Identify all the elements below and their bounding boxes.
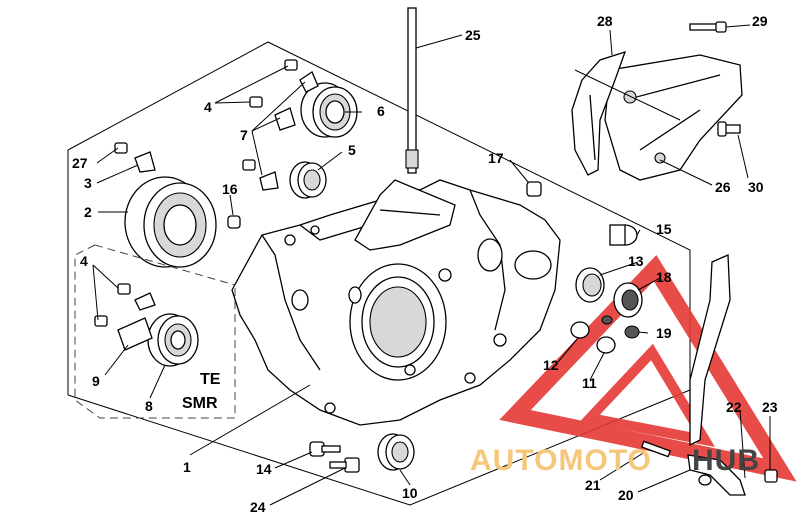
bearing-2 xyxy=(124,176,217,268)
tensioner-22 xyxy=(687,254,746,496)
callout-14: 14 xyxy=(256,461,272,477)
variant-label-te: TE xyxy=(200,371,221,388)
leader-lines xyxy=(92,24,771,506)
callout-5: 5 xyxy=(348,142,356,158)
retainer-9 xyxy=(94,283,156,351)
screw-19 xyxy=(624,325,640,339)
callout-7: 7 xyxy=(240,127,248,143)
bushing-15 xyxy=(609,224,638,246)
callout-3: 3 xyxy=(84,175,92,191)
dowel-17 xyxy=(526,181,542,197)
callout-8: 8 xyxy=(145,398,153,414)
bolt-24 xyxy=(329,457,360,473)
callout-18: 18 xyxy=(656,269,672,285)
callout-labels: 1 2 3 4 4 5 6 7 8 9 10 11 12 13 14 15 16… xyxy=(72,13,778,515)
callout-20: 20 xyxy=(618,487,634,503)
callout-26: 26 xyxy=(715,179,731,195)
callout-23: 23 xyxy=(762,399,778,415)
callout-1: 1 xyxy=(183,459,191,475)
callout-10: 10 xyxy=(402,485,418,501)
callout-4-top: 4 xyxy=(204,99,212,115)
bearing-5 xyxy=(289,161,327,199)
callout-2: 2 xyxy=(84,204,92,220)
bearing-8 xyxy=(147,313,199,367)
bearing-6 xyxy=(300,82,358,138)
seal-18 xyxy=(613,282,643,318)
callout-13: 13 xyxy=(628,253,644,269)
screw-29 xyxy=(689,21,727,33)
callout-15: 15 xyxy=(656,221,672,237)
bushing-11 xyxy=(596,336,616,354)
dowel-16 xyxy=(227,215,241,229)
callout-21: 21 xyxy=(585,477,601,493)
watermark-logo: AUTOMOTO HUB xyxy=(470,444,760,477)
callout-11: 11 xyxy=(582,375,597,391)
callout-17: 17 xyxy=(488,150,504,166)
callout-19: 19 xyxy=(656,325,672,341)
bolt-14 xyxy=(309,441,341,457)
watermark-text-hub: HUB xyxy=(692,444,760,477)
callout-12: 12 xyxy=(543,357,559,373)
pin-small xyxy=(601,315,613,325)
seal-13 xyxy=(575,267,605,303)
callout-16: 16 xyxy=(222,181,238,197)
callout-29: 29 xyxy=(752,13,768,29)
bracket-28 xyxy=(571,50,627,176)
callout-9: 9 xyxy=(92,373,100,389)
crankcase-body xyxy=(231,179,561,426)
bolts-top-left xyxy=(114,59,319,191)
variant-label-smr: SMR xyxy=(182,395,218,412)
callout-4-box: 4 xyxy=(80,253,88,269)
watermark-text-automoto: AUTOMOTO xyxy=(470,444,652,477)
callout-27: 27 xyxy=(72,155,88,171)
chain-cover-26 xyxy=(604,54,743,181)
callout-24: 24 xyxy=(250,499,266,515)
callout-25: 25 xyxy=(465,27,481,43)
callout-22: 22 xyxy=(726,399,742,415)
bolt-23 xyxy=(764,469,778,483)
callout-28: 28 xyxy=(597,13,613,29)
variant-box: TE SMR xyxy=(74,244,236,419)
screw-30 xyxy=(717,121,741,137)
bearing-10 xyxy=(377,433,415,471)
stud-25 xyxy=(405,7,419,174)
callout-6: 6 xyxy=(377,103,385,119)
bushing-12 xyxy=(570,321,590,339)
pin-21 xyxy=(640,440,672,458)
callout-30: 30 xyxy=(748,179,764,195)
